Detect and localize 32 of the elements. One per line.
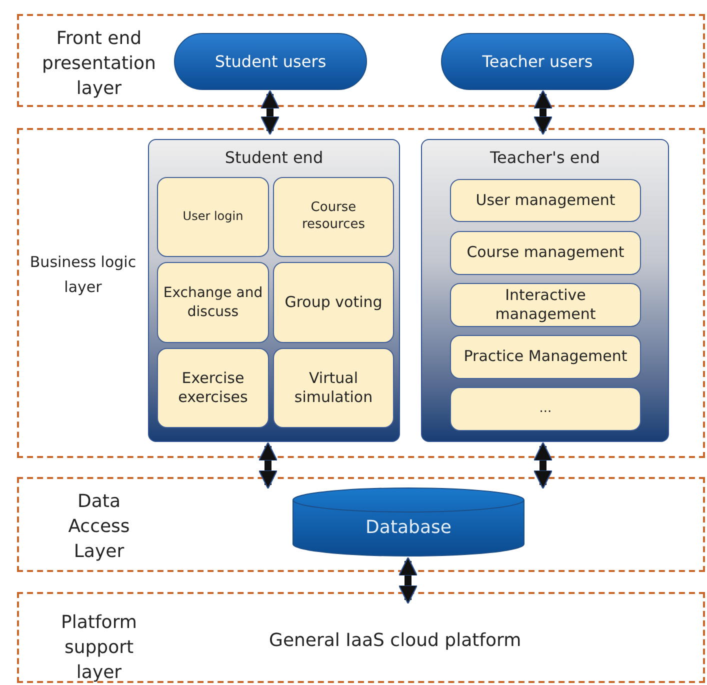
module-group-panel [421, 139, 669, 442]
layer-label: Data Access Layer [67, 490, 131, 564]
database-label: Database [364, 517, 452, 538]
layer-band [17, 128, 705, 458]
module-card: Exchange and discuss [157, 262, 269, 343]
layer-band [17, 14, 705, 107]
group-title: Teacher's end [488, 148, 602, 167]
module-card: Course resources [273, 177, 394, 257]
layer-label: Business logic layer [28, 252, 138, 298]
user-pill: Teacher users [441, 33, 634, 90]
layer-description: General IaaS cloud platform [269, 630, 522, 651]
module-card: Group voting [273, 262, 394, 343]
module-card: Practice Management [450, 335, 641, 379]
module-card: Course management [450, 231, 641, 275]
module-card: Virtual simulation [273, 348, 394, 428]
module-card: User management [450, 179, 641, 222]
module-card: User login [157, 177, 269, 257]
module-card: Interactive management [450, 283, 641, 327]
double-arrow [260, 90, 280, 136]
double-arrow [533, 442, 553, 490]
layer-label: Platform support layer [60, 611, 138, 685]
double-arrow [533, 90, 553, 136]
module-card: ... [450, 387, 641, 431]
module-card: Exercise exercises [157, 348, 269, 428]
double-arrow [398, 556, 418, 604]
user-pill: Student users [174, 33, 367, 90]
layer-band [17, 477, 705, 572]
group-title: Student end [224, 148, 324, 167]
layer-label: Front end presentation layer [41, 27, 157, 101]
layer-band [17, 592, 705, 683]
double-arrow [258, 442, 278, 490]
module-group-panel [148, 139, 400, 442]
